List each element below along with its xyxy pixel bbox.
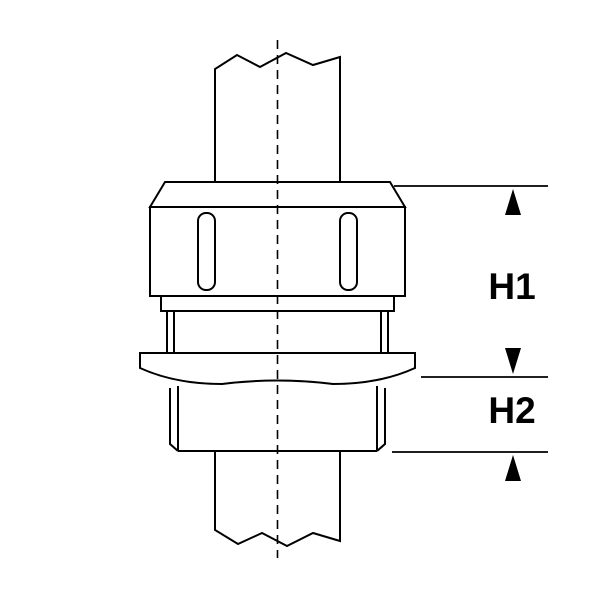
thread-right-edges	[376, 386, 386, 452]
bottom-cable-outline	[214, 451, 341, 548]
top-cable-outline	[214, 51, 341, 182]
diagram-lines	[139, 40, 548, 558]
hex-flat-left	[197, 212, 216, 291]
dimension-label-h2: H2	[488, 390, 535, 431]
dimension-labels: H1 H2	[488, 266, 535, 431]
neck-right-edges	[380, 311, 389, 353]
locknut-outline	[139, 352, 416, 386]
step-washer	[160, 295, 395, 312]
hex-flat-right	[339, 212, 358, 291]
arrow-up-icon	[505, 189, 521, 215]
thread-left-edges	[169, 386, 179, 452]
arrow-down-icon	[505, 348, 521, 374]
dimension-label-h1: H1	[488, 266, 535, 307]
dimension-arrows	[505, 189, 521, 481]
neck-left-edges	[166, 311, 175, 353]
arrow-up-icon	[505, 455, 521, 481]
